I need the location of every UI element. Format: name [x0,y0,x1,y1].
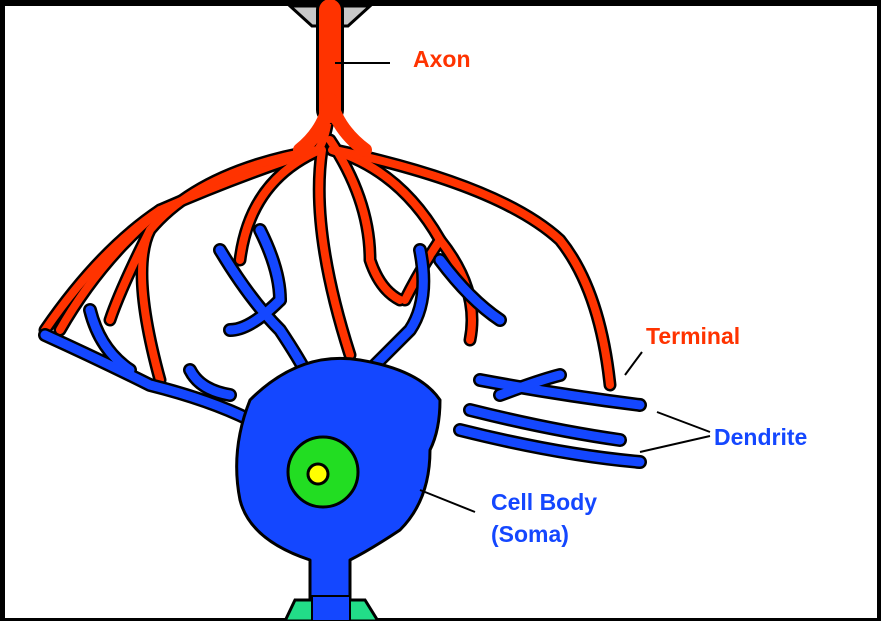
axon [45,10,610,385]
label-soma: (Soma) [491,521,569,547]
nucleolus [308,464,328,484]
label-axon: Axon [413,46,471,72]
cell-body-and-dendrites [45,230,640,621]
label-dendrite: Dendrite [714,424,807,450]
label-cell-body: Cell Body [491,489,597,515]
label-terminal: Terminal [646,323,740,349]
